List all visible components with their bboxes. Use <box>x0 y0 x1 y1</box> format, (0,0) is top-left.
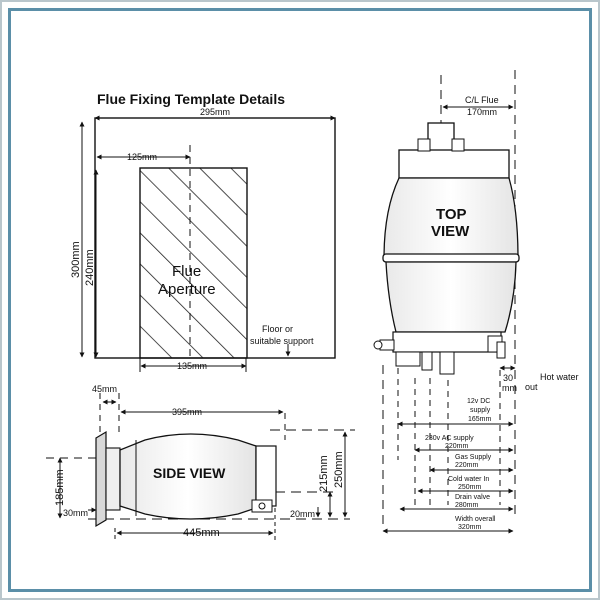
dim-label-445: 445mm <box>183 527 220 539</box>
side-view-label: SIDE VIEW <box>153 465 226 481</box>
flue-spigot <box>105 447 121 511</box>
tank-band <box>382 253 520 263</box>
top-view: C/L Flue 170mm TOP VIEW <box>373 70 579 534</box>
inner-frame <box>8 8 592 592</box>
aperture-label-2: Aperture <box>158 281 216 298</box>
dim-label-215: 215mm <box>318 455 330 492</box>
template-title: Flue Fixing Template Details <box>97 91 285 107</box>
cl-flue-label-1: C/L Flue <box>465 95 499 105</box>
top-view-label-1: TOP <box>436 206 467 223</box>
dc-label-1: 12v DC <box>467 398 490 405</box>
width-label-1: Width overall <box>455 516 496 523</box>
flue-bolt-left <box>417 138 431 152</box>
drain-label-1: Drain valve <box>455 494 490 501</box>
floor-label-1: Floor or <box>262 324 293 334</box>
dim-label-45: 45mm <box>92 384 117 394</box>
dim-label-185: 185mm <box>54 469 66 506</box>
dim-30-label-1: 30 <box>503 373 513 383</box>
dim-label-135: 135mm <box>177 361 207 371</box>
dim-30-label-2: mm <box>502 383 517 393</box>
dc-label-3: 165mm <box>468 416 492 423</box>
aperture-label-1: Flue <box>172 263 201 280</box>
dim-label-30: 30mm <box>63 508 88 518</box>
fitting-gas <box>421 351 433 371</box>
gas-label-2: 220mm <box>455 462 479 469</box>
gas-label-1: Gas Supply <box>455 454 492 461</box>
top-view-label-2: VIEW <box>431 223 470 240</box>
dim-label-395: 395mm <box>172 407 202 417</box>
fitting-dc-cap <box>373 340 383 350</box>
fittings-block <box>392 331 502 353</box>
flue-flange <box>398 149 510 179</box>
flue-bolt-right <box>451 138 465 152</box>
dim-label-295: 295mm <box>200 107 230 117</box>
dim-label-125: 125mm <box>127 152 157 162</box>
hot-water-label-1: Hot water <box>540 372 579 382</box>
side-fittings-block <box>255 445 277 507</box>
dim-label-20: 20mm <box>290 509 315 519</box>
wall-plate <box>95 430 107 528</box>
cold-label-2: 250mm <box>458 484 482 491</box>
dim-label-300: 300mm <box>70 241 82 278</box>
ac-label-2: 220mm <box>445 443 469 450</box>
cold-label-1: Cold water In <box>448 476 489 483</box>
flue-aperture <box>139 167 248 359</box>
fitting-hot-out <box>496 341 506 359</box>
hot-water-label-2: out <box>525 382 538 392</box>
cl-flue-label-2: 170mm <box>467 107 497 117</box>
side-drain-cap <box>258 502 266 510</box>
dim-label-240: 240mm <box>84 249 96 286</box>
side-view: 45mm 395mm SIDE VIEW 185mm 30mm 445mm <box>46 384 355 542</box>
drain-label-2: 280mm <box>455 502 479 509</box>
flue-template: Flue Fixing Template Details 295mm 125mm… <box>70 91 336 372</box>
ac-label-1: 230v AC supply <box>425 435 474 442</box>
fitting-ac <box>395 351 421 367</box>
dc-label-2: supply <box>470 407 491 414</box>
fitting-cold <box>439 351 455 375</box>
width-label-2: 320mm <box>458 524 482 531</box>
tank-lower <box>385 261 517 333</box>
flue-terminal <box>427 122 455 154</box>
floor-label-2: suitable support <box>250 336 314 346</box>
dim-label-250: 250mm <box>333 451 345 488</box>
